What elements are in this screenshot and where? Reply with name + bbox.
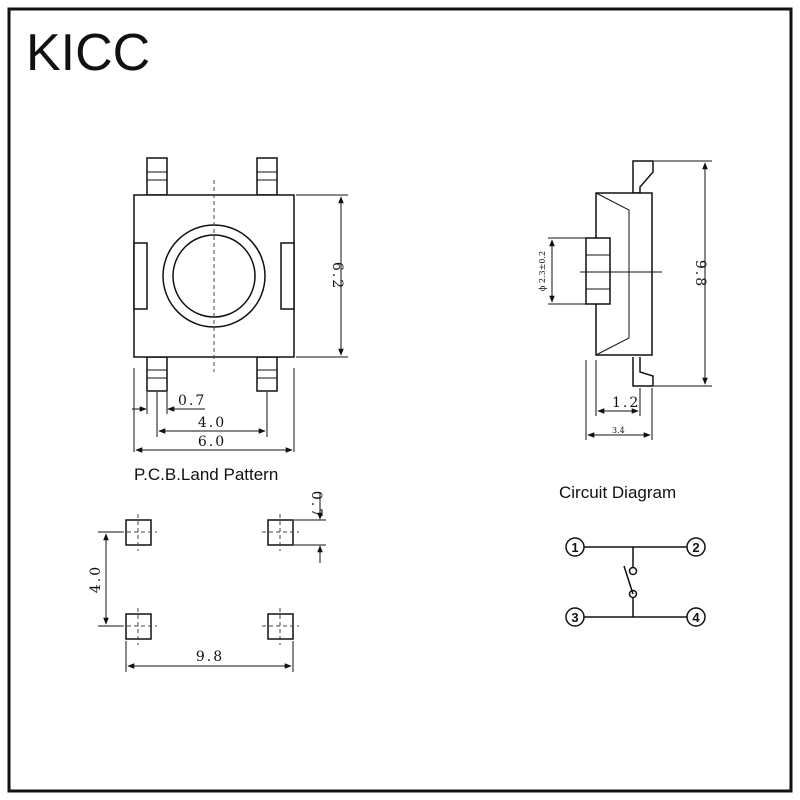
dim-label-base: 3.4 xyxy=(612,426,625,435)
lead-top-right xyxy=(256,157,278,196)
switch-lever xyxy=(623,565,634,595)
side-view-drawing: ϕ 2.3±0.2 9.8 1.2 3.4 xyxy=(538,160,712,440)
circuit-title: Circuit Diagram xyxy=(559,483,676,502)
switch-body xyxy=(133,194,295,358)
dim-label-pad-vertical: 4.0 xyxy=(88,565,104,593)
circuit-diagram: Circuit Diagram 1 2 3 4 xyxy=(559,483,706,627)
lead-bottom-left xyxy=(146,356,168,392)
dim-label-actuator: 1.2 xyxy=(612,395,640,411)
pin-node-2 xyxy=(686,537,706,557)
side-tab-right xyxy=(280,242,295,310)
dim-label-body-width: 6.0 xyxy=(198,434,226,450)
lead-top-left xyxy=(146,157,168,196)
switch-contact-top xyxy=(628,566,638,576)
side-tab-left xyxy=(133,242,148,310)
lead-bottom-right xyxy=(256,356,278,392)
dim-label-diameter: ϕ 2.3±0.2 xyxy=(538,251,547,291)
page-border xyxy=(7,7,793,793)
pin-label-3: 3 xyxy=(571,610,578,625)
brand-logo-text: KICC xyxy=(26,24,150,82)
land-pattern-title: P.C.B.Land Pattern xyxy=(134,465,278,484)
dim-label-height: 6.2 xyxy=(329,262,345,290)
dim-label-pad-horizontal: 9.8 xyxy=(196,649,224,665)
side-lead-bottom xyxy=(632,357,654,387)
dim-label-total-height: 9.8 xyxy=(692,260,708,288)
dim-label-pad: 0.7 xyxy=(308,491,324,519)
top-view-drawing: 6.2 0.7 4.0 6.0 xyxy=(132,157,348,453)
pin-label-1: 1 xyxy=(571,540,578,555)
pin-node-1 xyxy=(565,537,585,557)
pin-node-4 xyxy=(686,607,706,627)
side-lead-top xyxy=(632,160,654,194)
side-actuator xyxy=(585,237,611,305)
pin-node-3 xyxy=(565,607,585,627)
pin-label-2: 2 xyxy=(692,540,699,555)
pin-label-4: 4 xyxy=(692,610,700,625)
pcb-land-pattern: P.C.B.Land Pattern 0.7 4.0 9.8 xyxy=(88,465,326,672)
dim-label-lead-pitch: 4.0 xyxy=(198,415,226,431)
dim-label-lead-width: 0.7 xyxy=(178,393,206,409)
